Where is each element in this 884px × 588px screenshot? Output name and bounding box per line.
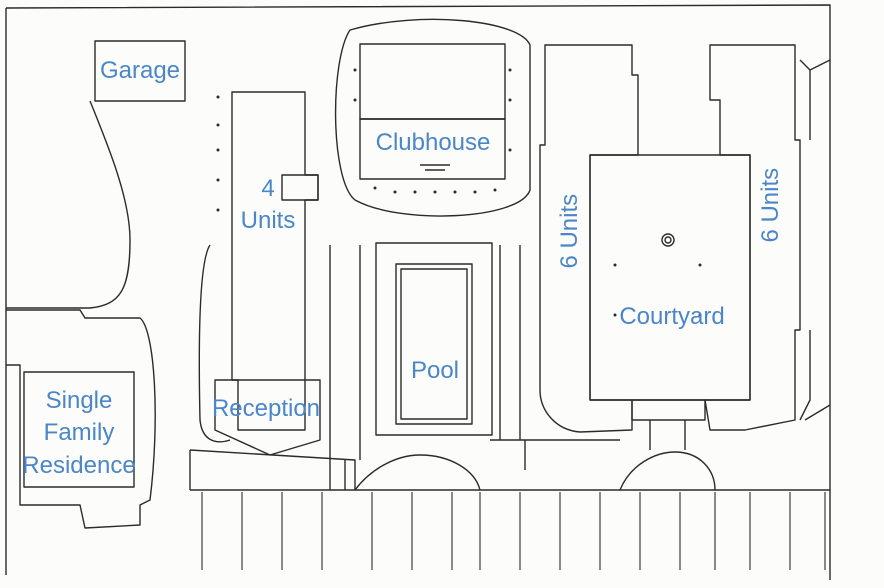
sfr-label-line1: Single <box>45 387 113 414</box>
six-units-left-outline <box>539 44 639 433</box>
four-units-outline <box>231 91 319 431</box>
pool-label: Pool <box>410 357 460 384</box>
single-family-outline <box>6 309 156 529</box>
reception-outline <box>214 379 321 456</box>
garage-label: Garage <box>99 57 181 84</box>
column-markers <box>216 68 702 317</box>
garage-outline <box>94 40 186 102</box>
four-units-label: 4 Units <box>236 175 300 235</box>
six-units-right-outline <box>704 44 801 431</box>
parking-stalls <box>201 492 826 570</box>
six-units-left-label: 6 Units <box>555 193 583 269</box>
six-units-right-label: 6 Units <box>756 167 784 243</box>
single-family-residence-label: Single Family Residence <box>18 387 140 479</box>
reception-label: Reception <box>211 395 321 422</box>
site-boundary <box>5 4 831 580</box>
pool-outline <box>395 263 473 425</box>
courtyard-outline <box>589 154 751 401</box>
sfr-label-line2: Family <box>43 419 115 447</box>
clubhouse-label: Clubhouse <box>375 129 491 156</box>
sfr-label-line3: Residence <box>22 451 136 479</box>
four-units-label-line1: 4 <box>261 175 275 202</box>
garden-outline <box>6 100 131 309</box>
courtyard-label: Courtyard <box>619 303 725 330</box>
pool-deck <box>375 242 493 436</box>
clubhouse-blob <box>334 18 531 217</box>
four-units-label-line2: Units <box>240 207 296 235</box>
